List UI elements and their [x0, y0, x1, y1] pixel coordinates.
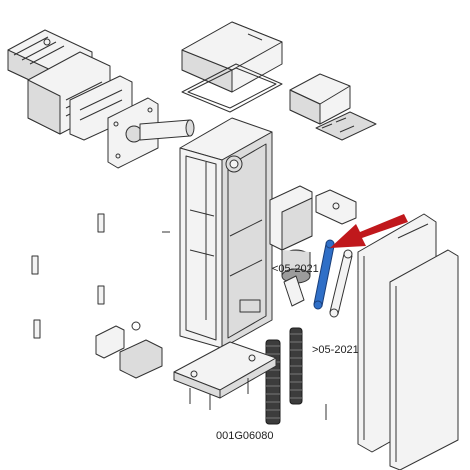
side-fasteners [31, 213, 105, 339]
anchor-base-plate [173, 341, 277, 399]
motor-bracket [315, 189, 357, 225]
control-board-box [289, 73, 351, 125]
rear-door-panel [389, 249, 459, 470]
bracket-plate [283, 275, 305, 307]
barrier-cabinet [179, 117, 273, 349]
top-cover [181, 21, 283, 93]
shaft-flange-plate [107, 97, 159, 169]
transformer-unit [95, 321, 163, 379]
link-arm-new [329, 249, 353, 318]
label-after-05-2021: >05-2021 [312, 344, 359, 356]
control-board [315, 111, 377, 141]
anchor-bolts [189, 378, 249, 410]
balancing-spring-right [289, 327, 303, 405]
label-spring-code: 001G06080 [216, 430, 274, 442]
cover-seal-frame [181, 63, 283, 113]
output-shaft [139, 119, 195, 141]
link-arm-old [313, 239, 335, 310]
label-before-05-2021: <05-2021 [272, 263, 319, 275]
red-arrow-icon [330, 214, 408, 248]
small-screws [162, 174, 327, 420]
balancing-spring-left [265, 339, 281, 425]
gearmotor [269, 185, 313, 284]
